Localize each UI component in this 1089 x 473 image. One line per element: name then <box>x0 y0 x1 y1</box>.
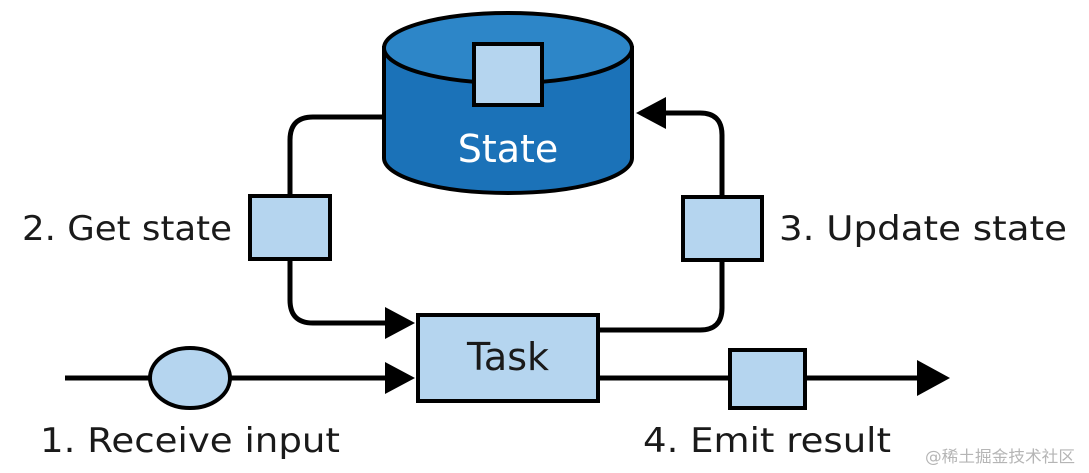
step-emit-label: 4. Emit result <box>643 421 891 461</box>
update-state-arrowhead <box>636 97 666 129</box>
get-state-arrowhead <box>385 307 415 339</box>
input-event-ellipse <box>148 346 232 410</box>
update-state-record-box <box>681 195 764 262</box>
step-receive-label: 1. Receive input <box>40 421 340 461</box>
input-arrowhead <box>385 362 415 394</box>
task-box: Task <box>416 313 600 403</box>
output-arrowhead <box>917 360 950 396</box>
state-record-box <box>472 42 544 107</box>
watermark-text: @稀土掘金技术社区 <box>925 447 1075 466</box>
emit-result-record-box <box>728 348 807 410</box>
get-state-record-box <box>248 194 332 261</box>
state-label: State <box>458 127 559 171</box>
step-update-label: 3. Update state <box>779 209 1067 249</box>
step-get-label: 2. Get state <box>22 209 232 249</box>
task-label: Task <box>466 335 549 379</box>
state-cylinder: State <box>382 11 634 195</box>
